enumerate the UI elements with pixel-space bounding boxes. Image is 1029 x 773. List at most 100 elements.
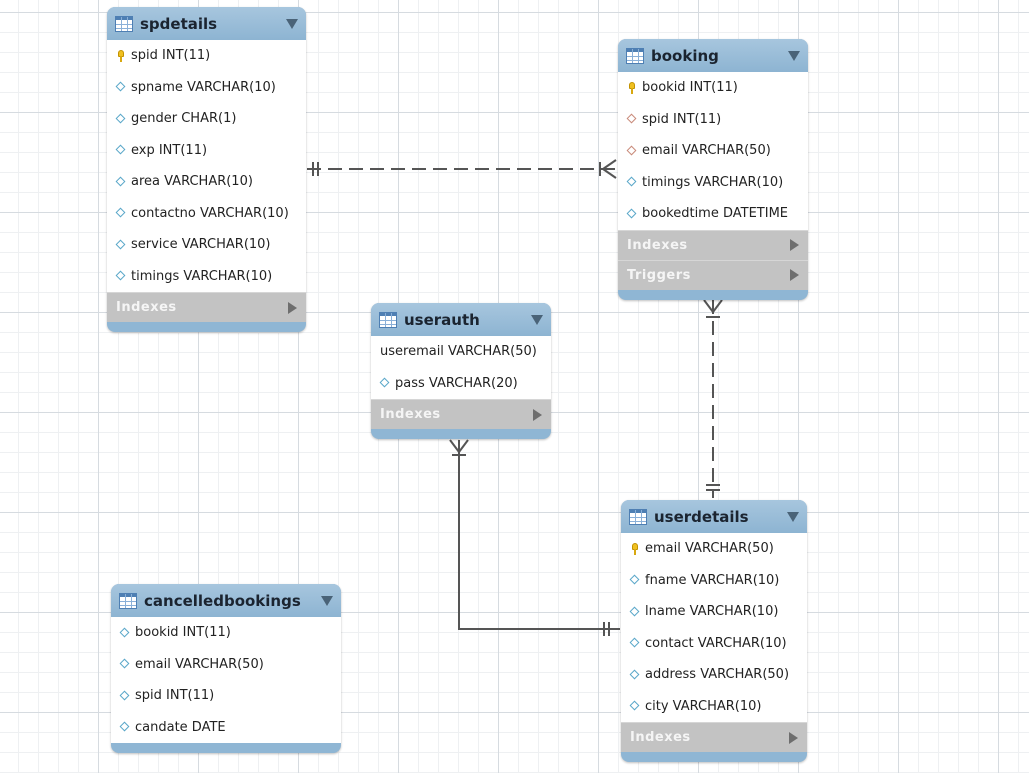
column-row[interactable]: bookedtime DATETIME [618, 198, 808, 230]
column-icon [116, 270, 126, 282]
column-icon [380, 377, 390, 389]
table-booking[interactable]: booking bookid INT(11) spid INT(11) email V… [618, 39, 808, 300]
column-row[interactable]: bookid INT(11) [618, 72, 808, 104]
column-row[interactable]: service VARCHAR(10) [107, 229, 306, 261]
column-label: email VARCHAR(50) [642, 143, 771, 159]
table-footer [621, 752, 807, 762]
table-cancelledbookings[interactable]: cancelledbookings bookid INT(11) email VAR… [111, 584, 341, 753]
expand-arrow-icon[interactable] [789, 731, 798, 744]
rel-userauth-userdetails[interactable] [449, 439, 620, 636]
column-row[interactable]: timings VARCHAR(10) [618, 167, 808, 199]
column-row[interactable]: spid INT(11) [107, 40, 306, 72]
section-indexes[interactable]: Indexes [621, 722, 807, 752]
column-row[interactable]: spname VARCHAR(10) [107, 72, 306, 104]
section-label: Indexes [380, 407, 441, 422]
rel-spdetails-booking[interactable] [307, 159, 617, 179]
column-label: bookid INT(11) [642, 80, 738, 96]
column-row[interactable]: spid INT(11) [618, 104, 808, 136]
column-list: useremail VARCHAR(50) pass VARCHAR(20) [371, 336, 551, 399]
column-icon [627, 208, 637, 220]
table-userdetails[interactable]: userdetails email VARCHAR(50)fname VARCHA… [621, 500, 807, 762]
table-header[interactable]: cancelledbookings [111, 584, 341, 617]
foreign-key-icon [627, 113, 637, 125]
column-label: area VARCHAR(10) [131, 174, 253, 190]
collapse-arrow-icon[interactable] [788, 50, 800, 61]
column-label: timings VARCHAR(10) [131, 268, 273, 284]
column-list: email VARCHAR(50)fname VARCHAR(10) lname … [621, 533, 807, 722]
column-row[interactable]: gender CHAR(1) [107, 103, 306, 135]
foreign-key-icon [627, 145, 637, 157]
column-label: email VARCHAR(50) [135, 656, 264, 672]
table-spdetails[interactable]: spdetails spid INT(11) spname VARCHAR(10) g… [107, 7, 306, 332]
column-row[interactable]: lname VARCHAR(10) [621, 596, 807, 628]
column-icon [120, 627, 130, 639]
column-row[interactable]: timings VARCHAR(10) [107, 261, 306, 293]
column-label: spname VARCHAR(10) [131, 79, 276, 95]
column-label: contact VARCHAR(10) [645, 635, 787, 651]
column-row[interactable]: exp INT(11) [107, 135, 306, 167]
column-row[interactable]: area VARCHAR(10) [107, 166, 306, 198]
column-icon [630, 700, 640, 712]
rel-booking-userdetails[interactable] [703, 299, 723, 498]
column-label: exp INT(11) [131, 142, 208, 158]
column-row[interactable]: city VARCHAR(10) [621, 691, 807, 723]
collapse-arrow-icon[interactable] [531, 314, 543, 325]
column-list: spid INT(11) spname VARCHAR(10) gender CHA… [107, 40, 306, 292]
column-row[interactable]: fname VARCHAR(10) [621, 565, 807, 597]
table-name: spdetails [140, 14, 218, 33]
expand-arrow-icon[interactable] [790, 239, 799, 251]
table-icon [119, 592, 137, 609]
section-indexes[interactable]: Indexes [371, 399, 551, 429]
column-list: bookid INT(11) spid INT(11) email VARCHAR(… [618, 72, 808, 230]
section-triggers[interactable]: Triggers [618, 259, 808, 290]
column-row[interactable]: pass VARCHAR(20) [371, 368, 551, 400]
table-header[interactable]: userdetails [621, 500, 807, 533]
column-label: spid INT(11) [131, 48, 211, 64]
column-icon [630, 637, 640, 649]
section-indexes[interactable]: Indexes [618, 229, 808, 260]
expand-arrow-icon[interactable] [533, 408, 542, 421]
section-indexes[interactable]: Indexes [107, 292, 306, 322]
column-icon [120, 690, 130, 702]
table-header[interactable]: userauth [371, 303, 551, 336]
primary-key-icon [627, 81, 637, 94]
column-icon [120, 658, 130, 670]
column-row[interactable]: candate DATE [111, 712, 341, 744]
column-row[interactable]: contact VARCHAR(10) [621, 628, 807, 660]
column-icon [630, 669, 640, 681]
column-row[interactable]: bookid INT(11) [111, 617, 341, 649]
table-footer [371, 429, 551, 439]
collapse-arrow-icon[interactable] [321, 595, 333, 606]
column-row[interactable]: contactno VARCHAR(10) [107, 198, 306, 230]
table-name: booking [651, 46, 719, 65]
column-icon [116, 113, 126, 125]
collapse-arrow-icon[interactable] [286, 18, 298, 29]
column-row[interactable]: email VARCHAR(50) [621, 533, 807, 565]
section-label: Indexes [116, 300, 177, 315]
table-header[interactable]: booking [618, 39, 808, 72]
expand-arrow-icon[interactable] [288, 301, 297, 314]
column-row[interactable]: spid INT(11) [111, 680, 341, 712]
table-footer [111, 743, 341, 753]
table-name: cancelledbookings [144, 591, 301, 610]
column-label: lname VARCHAR(10) [645, 604, 779, 620]
column-label: candate DATE [135, 719, 226, 735]
column-label: spid INT(11) [642, 111, 722, 127]
column-label: pass VARCHAR(20) [395, 375, 518, 391]
column-label: gender CHAR(1) [131, 111, 237, 127]
table-header[interactable]: spdetails [107, 7, 306, 40]
column-row[interactable]: address VARCHAR(50) [621, 659, 807, 691]
column-icon [627, 176, 637, 188]
column-row[interactable]: email VARCHAR(50) [111, 649, 341, 681]
table-name: userdetails [654, 507, 749, 526]
column-row[interactable]: email VARCHAR(50) [618, 135, 808, 167]
column-row[interactable]: useremail VARCHAR(50) [371, 336, 551, 368]
table-icon [115, 15, 133, 32]
collapse-arrow-icon[interactable] [787, 511, 799, 522]
expand-arrow-icon[interactable] [790, 269, 799, 281]
column-label: timings VARCHAR(10) [642, 174, 784, 190]
column-label: bookedtime DATETIME [642, 206, 789, 222]
table-footer [107, 322, 306, 332]
table-icon [626, 47, 644, 64]
